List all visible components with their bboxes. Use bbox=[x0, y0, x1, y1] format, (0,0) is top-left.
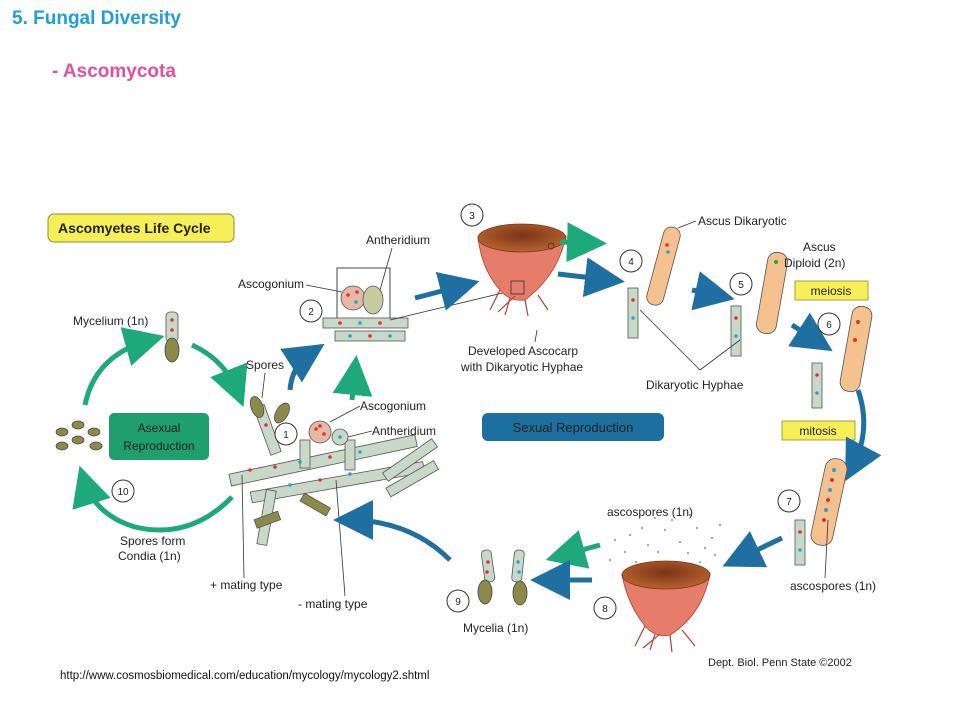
label-mycelia: Mycelia (1n) bbox=[463, 621, 528, 635]
ascocarp-bottom bbox=[621, 560, 711, 653]
conidia-spores bbox=[55, 420, 103, 451]
label-ascospores-top: ascospores (1n) bbox=[607, 505, 693, 519]
step-2: 2 bbox=[308, 307, 314, 318]
arrow-to-step5 bbox=[691, 271, 735, 311]
asexual-arrow-bottom bbox=[72, 465, 234, 533]
source-url[interactable]: http://www.cosmosbiomedical.com/educatio… bbox=[60, 670, 430, 682]
mycelium-hypha bbox=[164, 311, 180, 363]
label-ascus-dikaryotic: Ascus Dikaryotic bbox=[698, 214, 787, 228]
asexual-box bbox=[109, 413, 209, 460]
step-1: 1 bbox=[283, 430, 289, 441]
ascus-6 bbox=[811, 305, 873, 409]
label-condia: Condia (1n) bbox=[118, 549, 181, 563]
label-ascus-diploid-2: Diploid (2n) bbox=[784, 256, 845, 270]
label-antheridium-top: Antheridium bbox=[366, 233, 430, 247]
arrow-green-up bbox=[332, 355, 373, 401]
label-ascogonium-mid: Ascogonium bbox=[360, 399, 426, 413]
sexual-label: Sexual Reproduction bbox=[513, 420, 634, 435]
label-spores-form: Spores form bbox=[120, 534, 185, 548]
step-10-circle bbox=[111, 479, 135, 503]
arrow-to-step7 bbox=[845, 389, 882, 482]
diagram-title: Ascomyetes Life Cycle bbox=[58, 220, 211, 236]
step-9: 9 bbox=[455, 597, 461, 608]
step-2-circle bbox=[299, 299, 323, 323]
label-spores: Spores bbox=[246, 358, 284, 372]
label-antheridium-mid: Antheridium bbox=[372, 424, 436, 438]
label-plus-mating: + mating type bbox=[210, 578, 283, 592]
asexual-arrow-top-right bbox=[190, 342, 248, 407]
mitosis-label: mitosis bbox=[799, 424, 836, 438]
gametangia bbox=[308, 420, 349, 446]
ascus-7 bbox=[794, 458, 848, 566]
step-8-circle bbox=[593, 596, 617, 620]
slide-subtitle: - Ascomycota bbox=[52, 61, 176, 82]
arrow-to-step2 bbox=[280, 343, 325, 391]
label-ascogonium-top: Ascogonium bbox=[238, 277, 304, 291]
label-ascospores-right: ascospores (1n) bbox=[790, 579, 876, 593]
asexual-label-2: Reproduction bbox=[123, 439, 194, 453]
step-9-circle bbox=[446, 589, 470, 613]
arrow-spores-green bbox=[545, 530, 601, 569]
label-ascocarp-2: with Dikaryotic Hyphae bbox=[460, 360, 583, 374]
nuclei bbox=[248, 423, 362, 487]
credit: Dept. Biol. Penn State ©2002 bbox=[708, 657, 852, 669]
mycelia-9 bbox=[477, 549, 528, 606]
step-5-circle bbox=[729, 272, 753, 296]
slide-title: 5. Fungal Diversity bbox=[12, 8, 181, 29]
sexual-box bbox=[482, 413, 664, 441]
arrow-to-step4-blue bbox=[557, 257, 625, 298]
ascocarp-top bbox=[477, 223, 567, 317]
step-3: 3 bbox=[469, 211, 475, 222]
step-1-circle bbox=[274, 422, 298, 446]
ascus-4 bbox=[627, 226, 681, 339]
arrow-to-step4-green bbox=[559, 222, 607, 263]
arrow-to-step3 bbox=[414, 271, 480, 311]
fertilization-cells bbox=[322, 285, 409, 342]
step-8: 8 bbox=[602, 604, 608, 615]
ascospore-cloud bbox=[609, 514, 721, 563]
ascus-5 bbox=[730, 251, 788, 357]
spores-cluster bbox=[249, 396, 290, 424]
label-ascus-diploid-1: Ascus bbox=[803, 240, 836, 254]
asexual-label-1: Asexual bbox=[138, 421, 181, 435]
asexual-arrow-top-left bbox=[82, 327, 165, 406]
meiosis-label: meiosis bbox=[811, 284, 852, 298]
label-mycelium: Mycelium (1n) bbox=[73, 314, 148, 328]
step-7-circle bbox=[777, 489, 801, 513]
diagram-title-box bbox=[47, 213, 235, 243]
hyphae-network bbox=[228, 403, 440, 546]
step-6-circle bbox=[817, 312, 841, 336]
step-10: 10 bbox=[117, 487, 129, 498]
step-7: 7 bbox=[786, 497, 792, 508]
label-minus-mating: - mating type bbox=[298, 597, 368, 611]
arrow-to-step6 bbox=[788, 312, 833, 352]
step-5: 5 bbox=[738, 280, 744, 291]
step-4-circle bbox=[619, 249, 643, 273]
label-ascocarp-1: Developed Ascocarp bbox=[468, 344, 578, 358]
arrow-back-to-network bbox=[333, 500, 452, 562]
label-dikaryotic-hyphae: Dikaryotic Hyphae bbox=[646, 378, 744, 392]
arrow-to-step8 bbox=[722, 531, 784, 568]
step-3-circle bbox=[460, 203, 484, 227]
mitosis-box bbox=[781, 420, 856, 441]
meiosis-box bbox=[794, 280, 869, 301]
step-4: 4 bbox=[628, 257, 634, 268]
step-6: 6 bbox=[826, 320, 832, 331]
